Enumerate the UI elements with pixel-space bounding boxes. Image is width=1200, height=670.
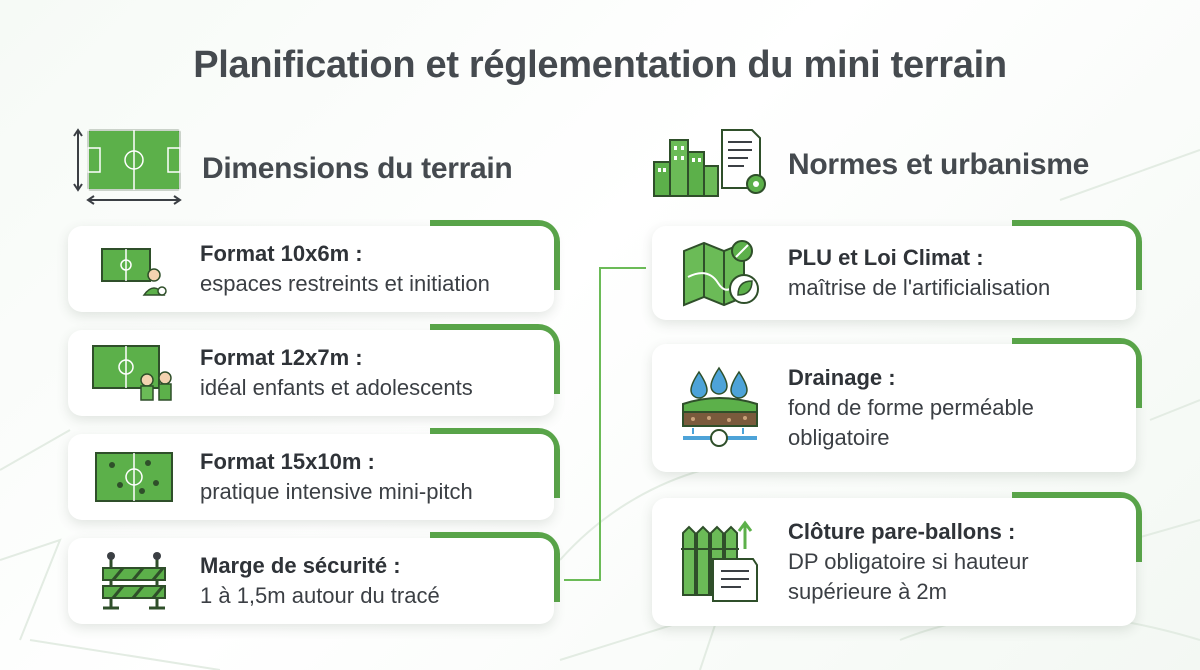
map-leaf-icon: [652, 237, 788, 309]
pitch-children-icon: [68, 342, 200, 404]
card-description-line-2: supérieure à 2m: [788, 579, 947, 604]
card-title: PLU et Loi Climat :: [788, 245, 984, 270]
card-format-12x7: Format 12x7m : idéal enfants et adolesce…: [68, 324, 560, 416]
card-safety-margin: Marge de sécurité : 1 à 1,5m autour du t…: [68, 532, 560, 624]
pitch-dimensions-icon: [72, 126, 184, 211]
card-accent: [1012, 338, 1142, 408]
card-accent: [430, 532, 560, 602]
card-accent: [1012, 220, 1142, 290]
card-description: 1 à 1,5m autour du tracé: [200, 583, 440, 608]
barrier-icon: [68, 550, 200, 612]
section-connector: [564, 267, 646, 581]
city-document-icon: [652, 126, 770, 203]
small-pitch-player-icon: [68, 241, 200, 297]
drainage-icon: [652, 366, 788, 450]
card-title: Format 15x10m :: [200, 449, 375, 474]
card-title: Marge de sécurité :: [200, 553, 401, 578]
card-description: pratique intensive mini-pitch: [200, 479, 473, 504]
card-description-line-1: DP obligatoire si hauteur: [788, 549, 1029, 574]
card-title: Format 10x6m :: [200, 241, 363, 266]
card-cloture-pare-ballons: Clôture pare-ballons : DP obligatoire si…: [652, 492, 1142, 626]
card-drainage: Drainage : fond de forme perméable oblig…: [652, 338, 1142, 472]
card-title: Drainage :: [788, 365, 896, 390]
card-accent: [430, 428, 560, 498]
card-description-line-1: fond de forme perméable: [788, 395, 1034, 420]
card-title: Format 12x7m :: [200, 345, 363, 370]
card-description: maîtrise de l'artificialisation: [788, 275, 1051, 300]
card-accent: [1012, 492, 1142, 562]
left-section-header: Dimensions du terrain: [72, 126, 513, 211]
right-section-heading: Normes et urbanisme: [788, 147, 1090, 181]
card-description: espaces restreints et initiation: [200, 271, 490, 296]
card-description: idéal enfants et adolescents: [200, 375, 473, 400]
card-plu-loi-climat: PLU et Loi Climat : maîtrise de l'artifi…: [652, 220, 1142, 320]
page-title: Planification et réglementation du mini …: [193, 44, 1007, 86]
card-description-line-2: obligatoire: [788, 425, 890, 450]
fence-permit-icon: [652, 519, 788, 605]
card-title: Clôture pare-ballons :: [788, 519, 1016, 544]
card-accent: [430, 324, 560, 394]
card-format-10x6: Format 10x6m : espaces restreints et ini…: [68, 220, 560, 312]
card-format-15x10: Format 15x10m : pratique intensive mini-…: [68, 428, 560, 520]
right-section-header: Normes et urbanisme: [652, 126, 1089, 203]
card-accent: [430, 220, 560, 290]
left-section-heading: Dimensions du terrain: [202, 151, 513, 185]
pitch-players-icon: [68, 449, 200, 505]
